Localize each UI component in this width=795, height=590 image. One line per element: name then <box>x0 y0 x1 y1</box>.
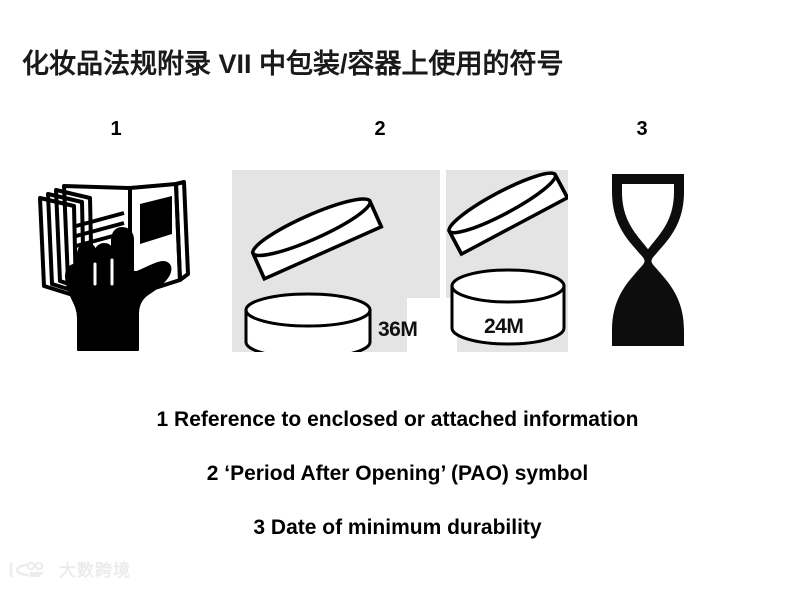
symbol-date-of-minimum-durability <box>604 170 692 355</box>
symbol-index-2: 2 <box>374 118 386 140</box>
symbol-refer-to-instructions <box>30 168 190 358</box>
caption-reference-to-enclosed-information: 1 Reference to enclosed or attached info… <box>156 408 639 431</box>
open-jar-with-lid-icon-24m <box>446 171 568 346</box>
pao-label-backdrop <box>407 298 457 352</box>
watermark: 大数跨境 <box>8 560 131 580</box>
caption-date-of-minimum-durability: 3 Date of minimum durability <box>253 516 542 539</box>
symbol-period-after-opening: 36M 24M <box>232 170 568 352</box>
hourglass-icon <box>612 174 684 346</box>
symbol-stage: 36M 24M <box>0 160 795 360</box>
symbol-index-3: 3 <box>636 118 648 140</box>
pao-months-label-36m: 36M <box>378 318 418 341</box>
watermark-logo-icon <box>9 561 44 577</box>
caption-period-after-opening: 2 ‘Period After Opening’ (PAO) symbol <box>206 462 589 485</box>
watermark-text: 大数跨境 <box>59 560 131 580</box>
pao-months-label-24m: 24M <box>484 315 524 338</box>
open-jar-with-lid-icon-36m <box>244 197 384 352</box>
symbol-index-1: 1 <box>110 118 122 140</box>
hand-pointing-at-open-book-icon <box>38 180 190 351</box>
page-title: 化妆品法规附录 VII 中包装/容器上使用的符号 <box>22 49 564 79</box>
